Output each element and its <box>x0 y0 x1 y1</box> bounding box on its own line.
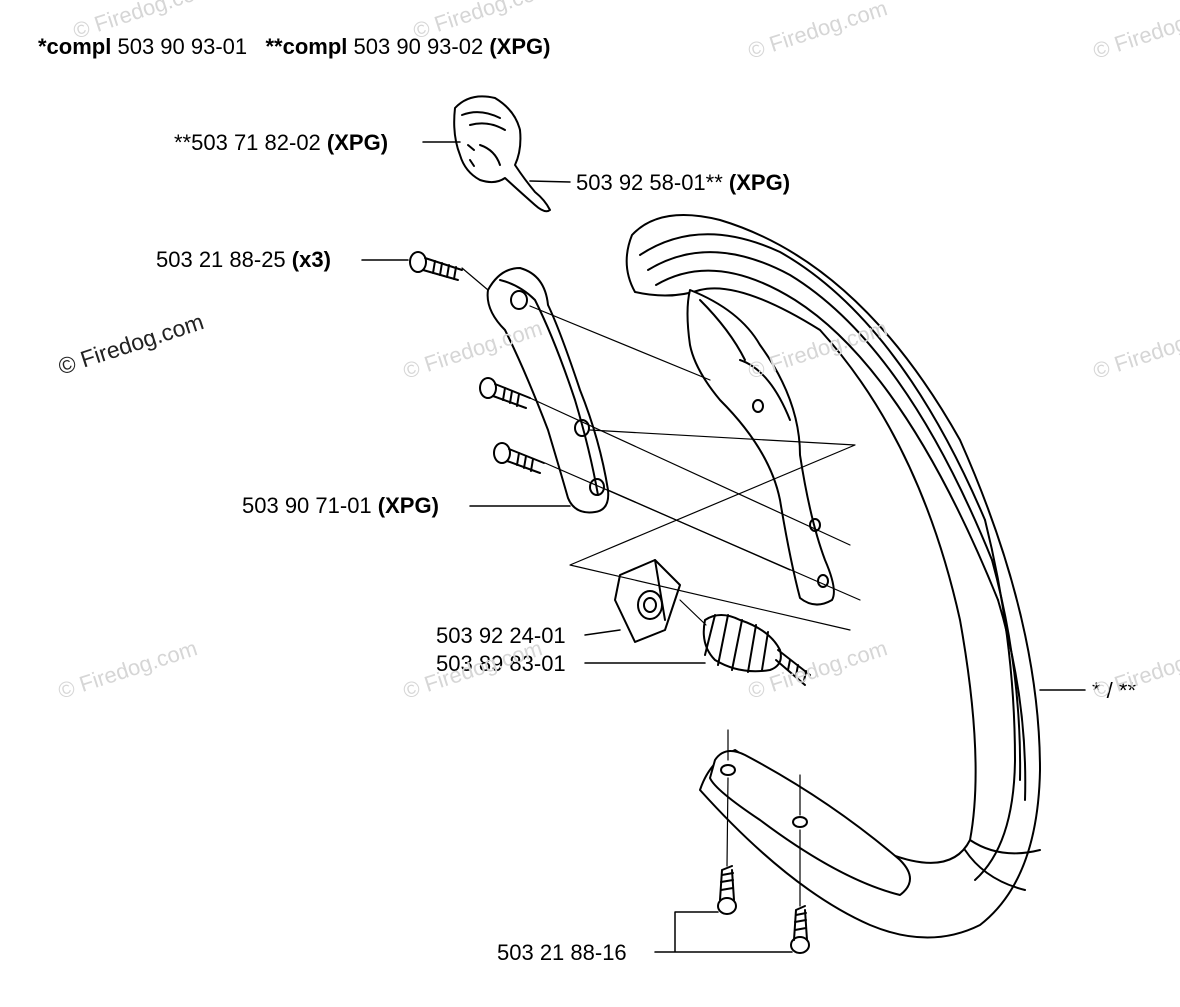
part-label-503-89-83-01: 503 89 83-01 <box>436 651 566 676</box>
leader-lines <box>362 142 1085 952</box>
part-label-503-71-82-02: **503 71 82-02 (XPG) <box>174 130 389 155</box>
screw-bottom-1 <box>718 866 736 914</box>
assembly-lines <box>462 268 860 906</box>
compl1-number: 503 90 93-01 <box>117 34 248 59</box>
part-label-503-92-58-01: 503 92 58-01** (XPG) <box>576 170 791 195</box>
bracket-part <box>488 268 609 512</box>
throttle-trigger-part <box>454 96 550 211</box>
part-label-503-92-24-01: 503 92 24-01 <box>436 623 566 648</box>
part-label-503-90-71-01: 503 90 71-01 (XPG) <box>242 493 439 518</box>
header-compl: *compl 503 90 93-01 **compl 503 90 93-02… <box>38 34 550 60</box>
spring-element-part <box>704 615 810 685</box>
screw-bottom-2 <box>791 906 809 953</box>
screw-middle-2 <box>494 443 544 473</box>
part-label-503-21-88-16: 503 21 88-16 <box>497 940 627 965</box>
compl2-number: 503 90 93-02 <box>353 34 484 59</box>
compl2-suffix: (XPG) <box>489 34 551 59</box>
rubber-mount-part <box>615 560 680 642</box>
part-label-503-21-88-25: 503 21 88-25 (x3) <box>156 247 331 272</box>
screw-middle-1 <box>480 378 530 408</box>
compl1-prefix: *compl <box>38 34 112 59</box>
compl2-prefix: **compl <box>265 34 348 59</box>
front-handle-bar <box>627 215 1040 938</box>
screw-top <box>410 252 462 280</box>
part-label-handle-bar: * / ** <box>1092 678 1137 703</box>
